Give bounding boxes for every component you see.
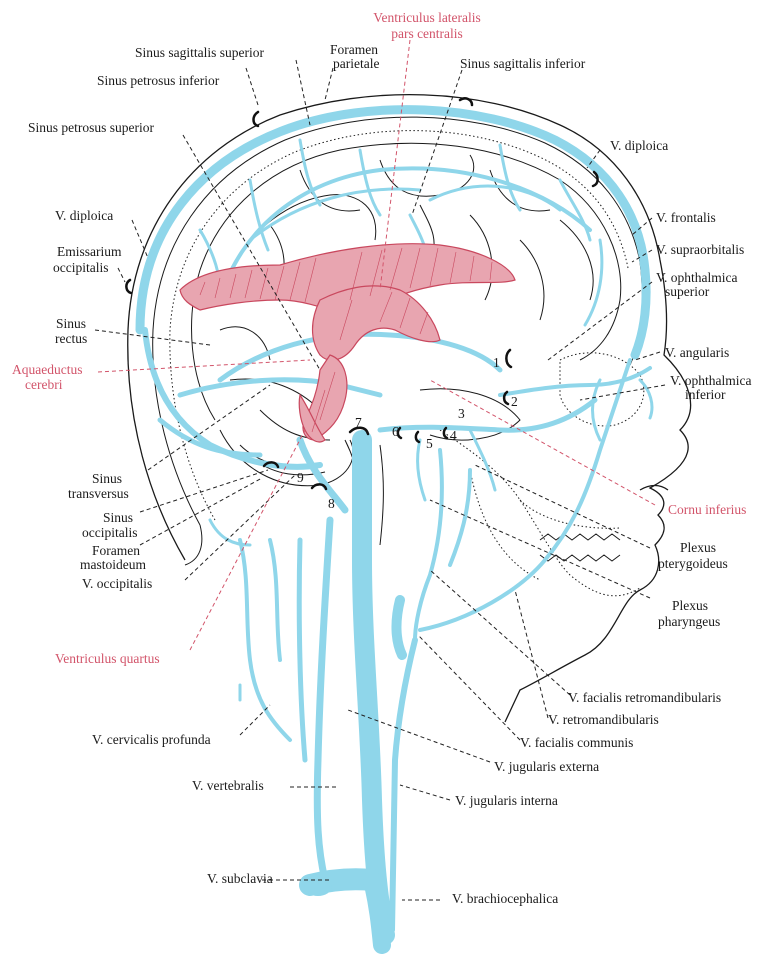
label-plexus-pterygoideus-2: pterygoideus	[658, 556, 728, 571]
label-number-7: 7	[355, 415, 362, 430]
marker-icon	[252, 110, 260, 128]
label-v-diploica-right: V. diploica	[610, 138, 668, 153]
label-v-supraorbitalis: V. supraorbitalis	[656, 242, 744, 257]
label-v-brachiocephalica: V. brachiocephalica	[452, 891, 558, 906]
label-number-9: 9	[297, 470, 304, 485]
emissary-markers	[125, 97, 599, 491]
label-foramen-mastoideum-2: mastoideum	[80, 557, 146, 572]
leader-lines	[94, 39, 666, 901]
label-foramen-mastoideum: Foramen	[92, 543, 140, 558]
label-sinus-transversus: Sinus	[92, 471, 122, 486]
label-v-retromandibularis: V. retromandibularis	[548, 712, 659, 727]
label-plexus-pharyngeus-2: pharyngeus	[658, 614, 720, 629]
marker-icon	[262, 461, 280, 469]
labels: Ventriculus lateralis pars centralis Sin…	[12, 10, 752, 906]
label-v-vertebralis: V. vertebralis	[192, 778, 264, 793]
label-number-6: 6	[392, 424, 399, 439]
label-sinus-sagittalis-inferior: Sinus sagittalis inferior	[460, 56, 586, 71]
label-emissarium-occipitalis: Emissarium	[57, 244, 122, 259]
label-sinus-petrosus-inferior: Sinus petrosus inferior	[97, 73, 220, 88]
marker-icon	[505, 348, 513, 369]
marker-icon	[348, 426, 370, 436]
marker-icon	[414, 430, 421, 444]
label-v-ophthalmica-inferior-2: inferior	[685, 387, 726, 402]
label-v-jugularis-interna: V. jugularis interna	[455, 793, 558, 808]
label-sinus-transversus-2: transversus	[68, 486, 129, 501]
label-ventriculus-lateralis-2: pars centralis	[391, 26, 463, 41]
label-foramen-parietale: Foramen	[330, 42, 378, 57]
label-sinus-petrosus-superior: Sinus petrosus superior	[28, 120, 155, 135]
label-aquaeductus-cerebri: Aquaeductus	[12, 362, 82, 377]
label-v-subclavia: V. subclavia	[207, 871, 273, 886]
label-plexus-pterygoideus: Plexus	[680, 540, 716, 555]
label-v-diploica-left: V. diploica	[55, 208, 113, 223]
marker-icon	[502, 390, 510, 406]
label-v-facialis-retromandibularis: V. facialis retromandibularis	[568, 690, 721, 705]
label-v-ophthalmica-superior-2: superior	[665, 284, 710, 299]
label-v-jugularis-externa: V. jugularis externa	[494, 759, 599, 774]
label-v-ophthalmica-superior: V. ophthalmica	[656, 270, 738, 285]
label-emissarium-occipitalis-2: occipitalis	[53, 260, 108, 275]
label-number-1: 1	[493, 355, 500, 370]
label-v-ophthalmica-inferior: V. ophthalmica	[670, 373, 752, 388]
label-v-cervicalis-profunda: V. cervicalis profunda	[92, 732, 211, 747]
label-sinus-occipitalis-2: occipitalis	[82, 525, 137, 540]
label-v-angularis: V. angularis	[665, 345, 729, 360]
marker-icon	[396, 426, 403, 440]
label-sinus-rectus-2: rectus	[55, 331, 87, 346]
label-number-4: 4	[450, 428, 457, 443]
label-v-facialis-communis: V. facialis communis	[520, 735, 633, 750]
label-v-frontalis: V. frontalis	[656, 210, 716, 225]
label-sinus-sagittalis-superior: Sinus sagittalis superior	[135, 45, 264, 60]
marker-icon	[310, 483, 328, 491]
label-foramen-parietale-2: parietale	[333, 56, 379, 71]
ventricular-system	[179, 243, 516, 443]
label-sinus-occipitalis: Sinus	[103, 510, 133, 525]
marker-icon	[591, 170, 599, 188]
label-v-occipitalis: V. occipitalis	[82, 576, 152, 591]
marker-icon	[458, 97, 474, 107]
label-number-5: 5	[426, 436, 433, 451]
label-number-3: 3	[458, 406, 465, 421]
label-ventriculus-quartus: Ventriculus quartus	[55, 651, 160, 666]
label-plexus-pharyngeus: Plexus	[672, 598, 708, 613]
label-number-8: 8	[328, 496, 335, 511]
venous-network	[135, 105, 654, 954]
label-aquaeductus-cerebri-2: cerebri	[25, 377, 63, 392]
label-cornu-inferius: Cornu inferius	[668, 502, 746, 517]
marker-icon	[442, 426, 449, 440]
marker-icon	[125, 278, 133, 295]
label-ventriculus-lateralis: Ventriculus lateralis	[373, 10, 481, 25]
label-sinus-rectus: Sinus	[56, 316, 86, 331]
label-number-2: 2	[511, 394, 518, 409]
